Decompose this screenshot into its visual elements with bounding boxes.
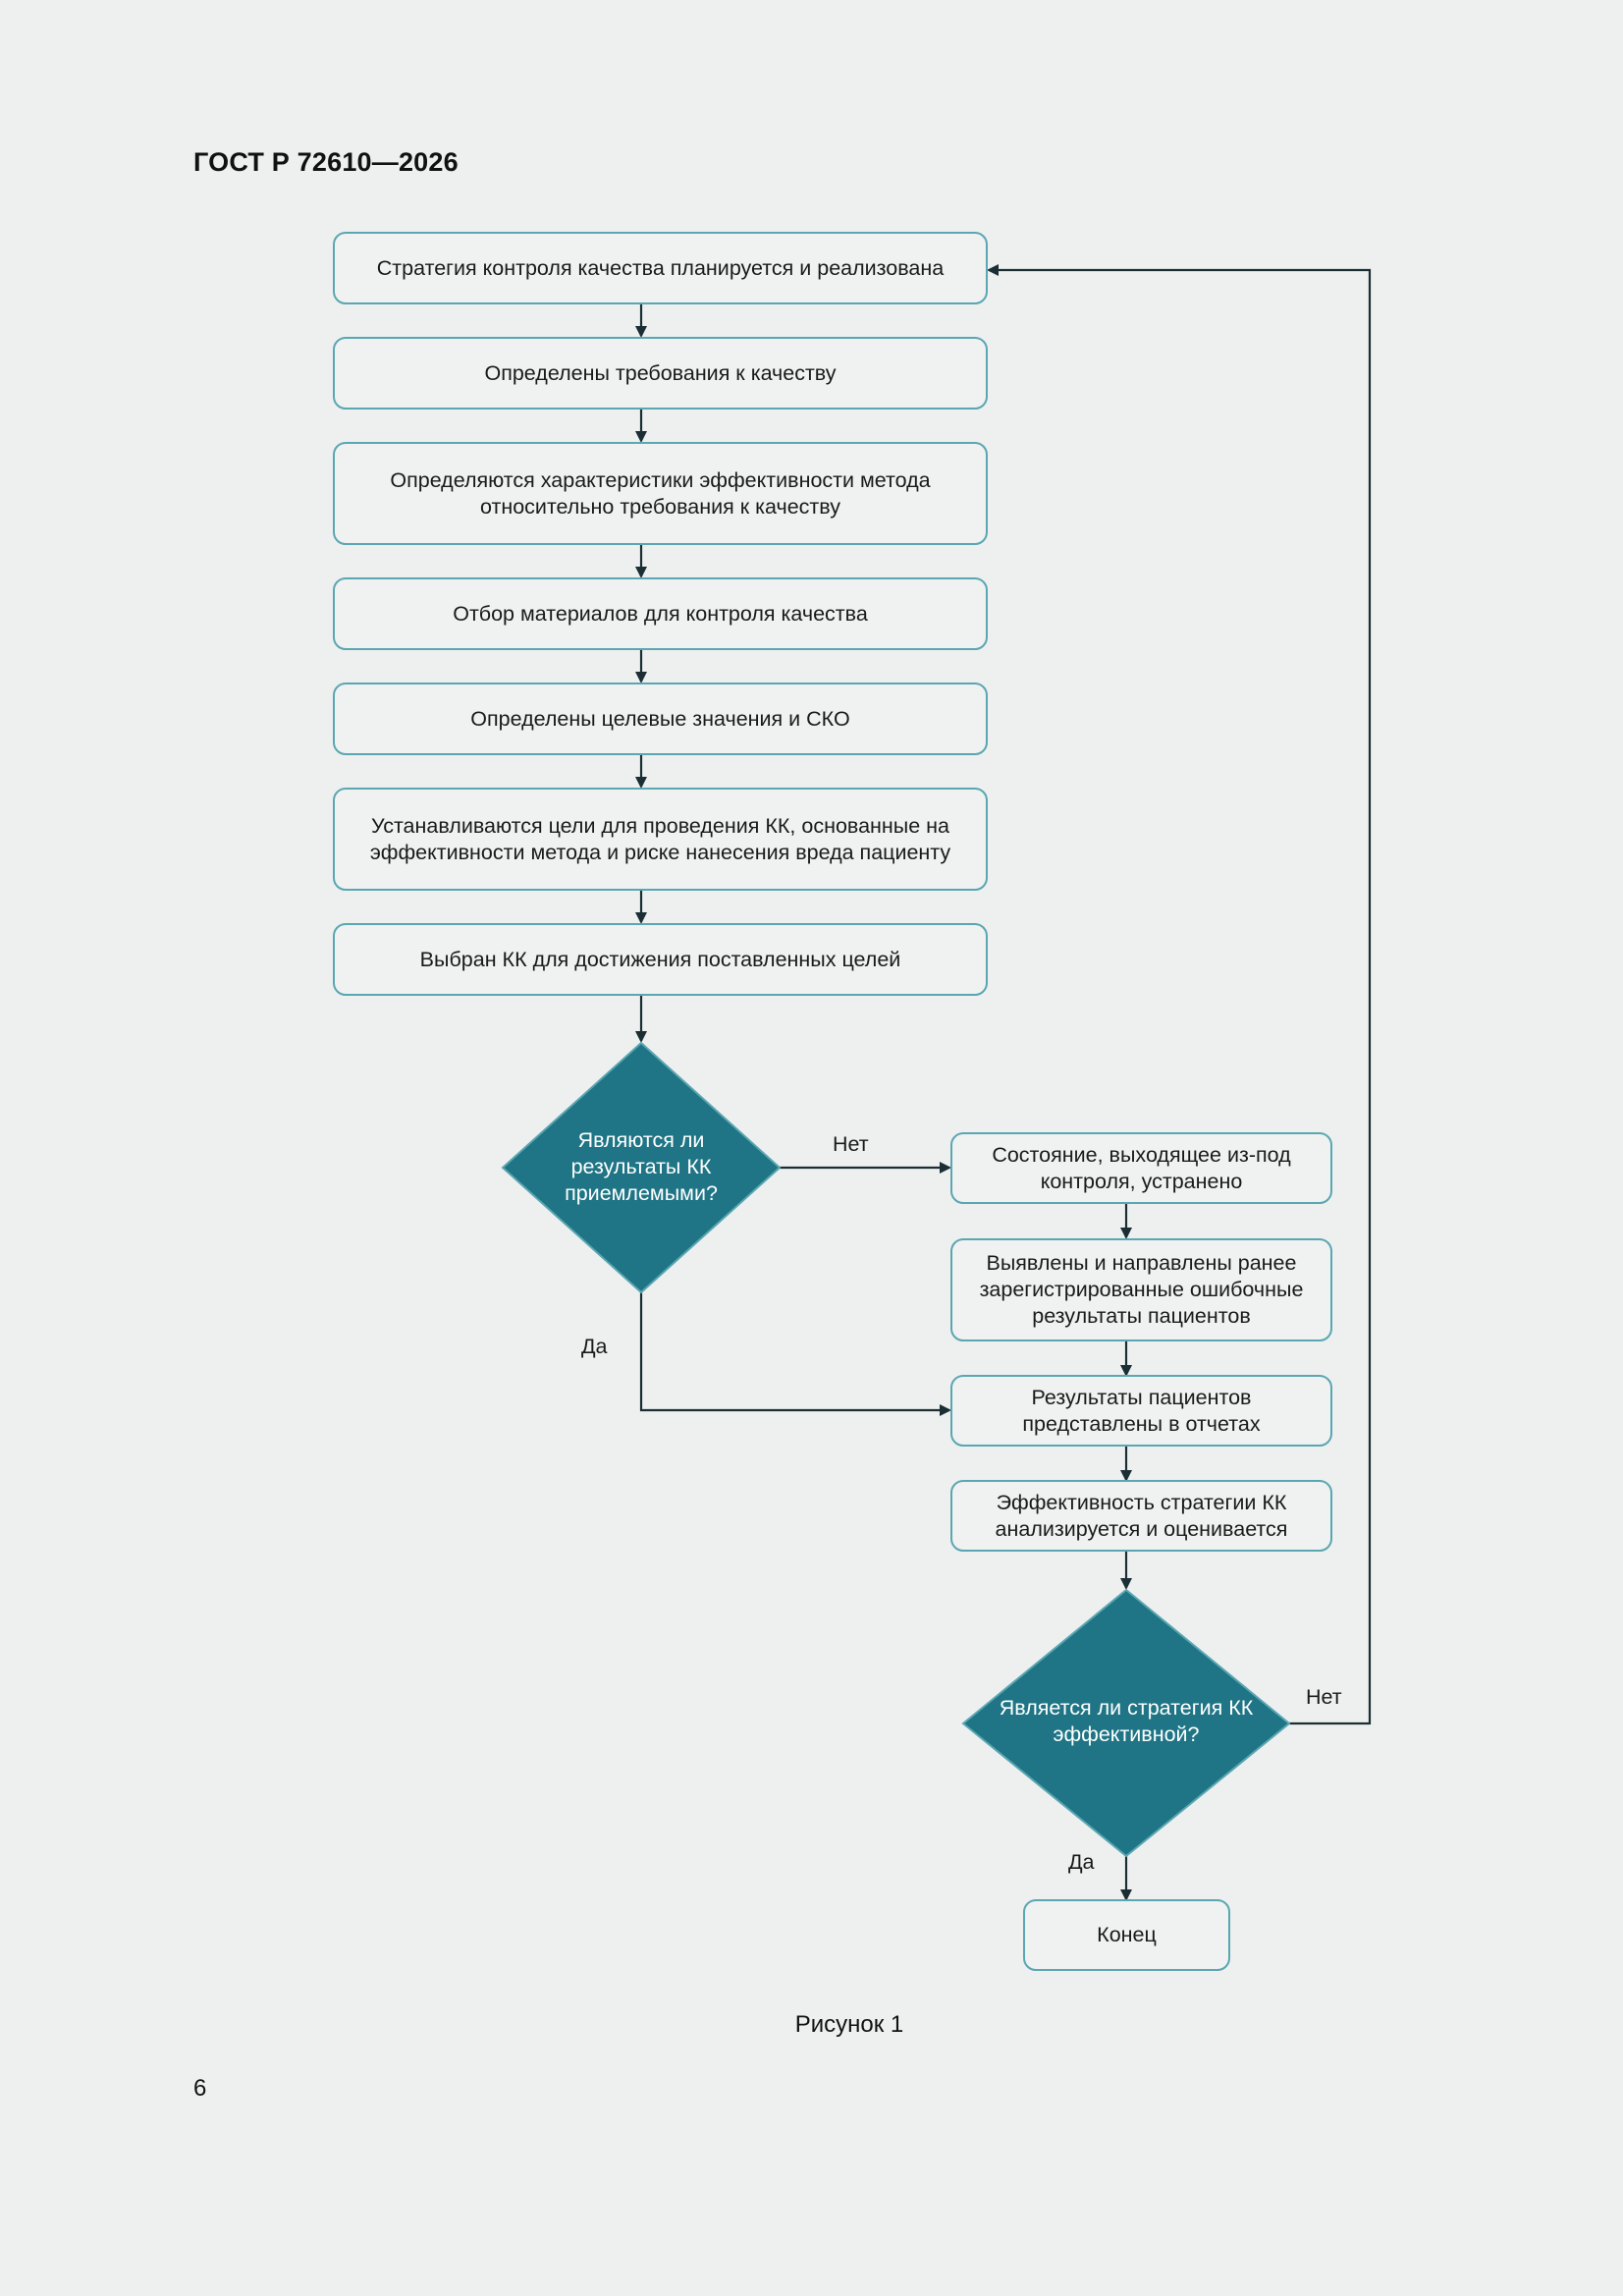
end-terminal: Конец [1023, 1899, 1230, 1971]
decision-1-yes-label: Да [581, 1335, 608, 1358]
decision-diamond-2 [961, 1588, 1291, 1858]
step-strategy-evaluated: Эффективность стратегии КК анализируется… [950, 1480, 1332, 1552]
decision-2-yes-label: Да [1068, 1850, 1095, 1874]
page-number: 6 [193, 2075, 207, 2102]
arrow-decision1-yes [639, 1292, 951, 1416]
figure-caption: Рисунок 1 [794, 2011, 904, 2038]
decision-1-no-label: Нет [833, 1132, 869, 1156]
step-target-values: Определены целевые значения и СКО [333, 683, 988, 755]
step-quality-requirements: Определены требования к качеству [333, 337, 988, 410]
standard-header: ГОСТ Р 72610—2026 [193, 147, 459, 177]
step-method-performance: Определяются характеристики эффективност… [333, 442, 988, 545]
decision-1-text: Являются ли результаты КК приемлемыми? [565, 1127, 718, 1205]
step-qc-selected: Выбран КК для достижения поставленных це… [333, 923, 988, 996]
decision-diamond-1 [501, 1041, 782, 1294]
step-results-reported: Результаты пациентов представлены в отче… [950, 1375, 1332, 1447]
step-out-of-control-fixed: Состояние, выходящее из-под контроля, ус… [950, 1132, 1332, 1204]
step-qc-materials: Отбор материалов для контроля качества [333, 577, 988, 650]
arrow-decision2-no-loop [987, 264, 1372, 1725]
step-strategy-planned: Стратегия контроля качества планируется … [333, 232, 988, 304]
decision-2-text: Является ли стратегия КК эффективной? [999, 1696, 1254, 1746]
step-qc-goals: Устанавливаются цели для проведения КК, … [333, 788, 988, 891]
decision-2-no-label: Нет [1306, 1685, 1342, 1709]
step-erroneous-results: Выявлены и направлены ранее зарегистриро… [950, 1238, 1332, 1341]
